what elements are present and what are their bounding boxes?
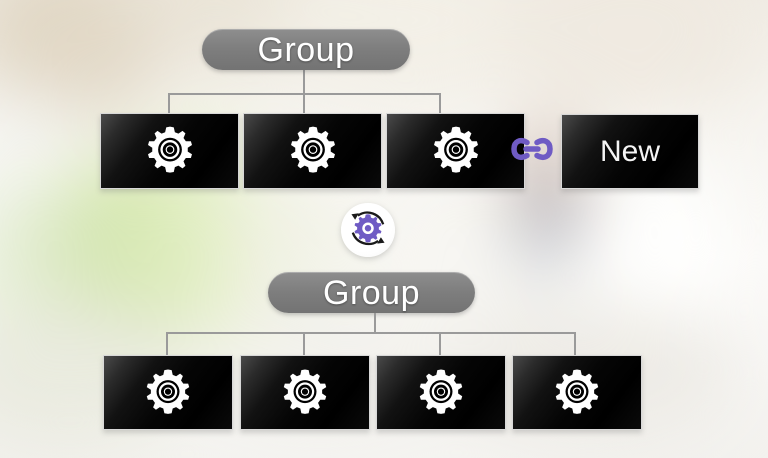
sync-status-badge[interactable]: [341, 203, 395, 257]
display-top-3[interactable]: [386, 113, 525, 189]
gear-icon: [284, 122, 342, 180]
connector-bottom-drop-3: [439, 332, 441, 356]
connector-bottom-bar: [166, 332, 574, 334]
gear-icon: [277, 365, 333, 421]
gear-icon: [549, 365, 605, 421]
gear-icon: [413, 365, 469, 421]
display-new[interactable]: New: [561, 114, 699, 189]
connector-top-drop-3: [439, 93, 441, 114]
display-bottom-1[interactable]: [103, 355, 233, 430]
connector-bottom-drop-2: [303, 332, 305, 356]
connector-top-drop-1: [168, 93, 170, 114]
connector-top-drop-2: [303, 93, 305, 114]
display-top-2[interactable]: [243, 113, 382, 189]
gear-icon: [141, 122, 199, 180]
gear-icon: [427, 122, 485, 180]
chain-link-icon: [510, 132, 554, 166]
connector-bottom-stem: [374, 313, 376, 333]
display-new-label: New: [599, 134, 660, 168]
group-node-top-label: Group: [257, 30, 355, 69]
display-top-1[interactable]: [100, 113, 239, 189]
sync-gear-icon: [345, 205, 391, 256]
display-bottom-4[interactable]: [512, 355, 642, 430]
group-node-bottom-label: Group: [323, 273, 420, 312]
connector-bottom-drop-4: [574, 332, 576, 356]
group-node-bottom[interactable]: Group: [268, 272, 475, 313]
display-bottom-2[interactable]: [240, 355, 370, 430]
connector-bottom-drop-1: [166, 332, 168, 356]
group-node-top[interactable]: Group: [202, 29, 410, 70]
connector-top-stem: [303, 70, 305, 94]
gear-icon: [140, 365, 196, 421]
display-bottom-3[interactable]: [376, 355, 506, 430]
